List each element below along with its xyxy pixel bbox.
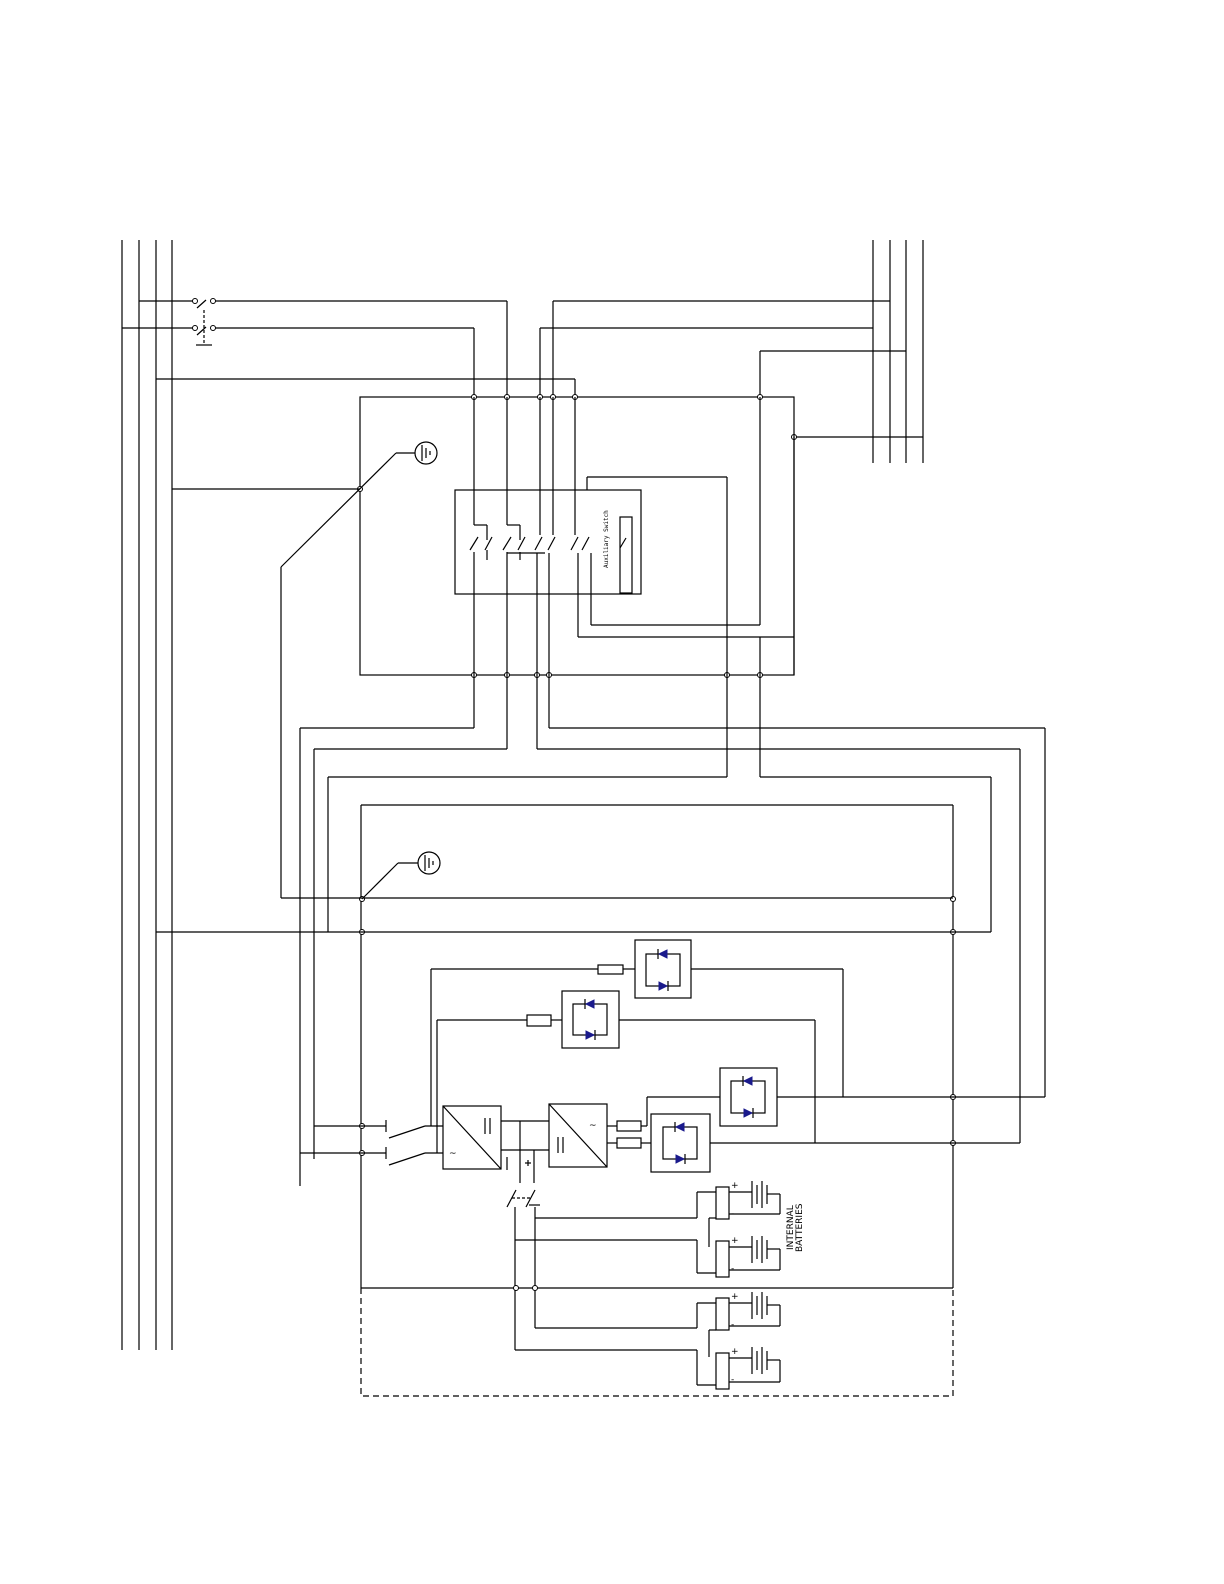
ups-cabinet — [360, 805, 956, 1396]
input-switch — [300, 1120, 443, 1165]
rectifier: ~ — [443, 1106, 501, 1169]
battery-plus-1: + — [731, 1181, 739, 1191]
aux-switch-label: Auxiliary Switch — [603, 510, 610, 568]
right-bus-wiring — [540, 301, 923, 440]
battery-breaker — [507, 1121, 540, 1350]
battery-plus-2: + — [731, 1236, 739, 1246]
static-switch-second — [437, 991, 815, 1153]
battery-minus-3: - — [731, 1320, 734, 1330]
left-bus-bars — [122, 240, 172, 1350]
battery-plus-4: + — [731, 1347, 739, 1357]
ground-symbol-top — [281, 442, 437, 898]
input-breaker — [122, 299, 507, 346]
internal-batteries-label-2: BATTERIES — [795, 1203, 805, 1252]
battery-plus-3: + — [731, 1292, 739, 1302]
bypass-panel — [358, 395, 795, 678]
battery-string: + - + - + - — [515, 1181, 780, 1389]
svg-text:~: ~ — [589, 1121, 597, 1131]
svg-text:~: ~ — [449, 1149, 457, 1159]
static-switch-top — [431, 940, 843, 1126]
switch-subpanel: Auxiliary Switch — [455, 397, 794, 675]
output-section — [607, 1068, 1045, 1172]
battery-minus-4: - — [731, 1375, 734, 1385]
battery-minus-2: - — [731, 1264, 734, 1274]
ground-symbol-bottom — [281, 852, 953, 899]
bypass-output-wiring — [300, 675, 1045, 1186]
battery-minus-1: - — [731, 1209, 734, 1219]
inverter: ~ — [549, 1104, 607, 1167]
